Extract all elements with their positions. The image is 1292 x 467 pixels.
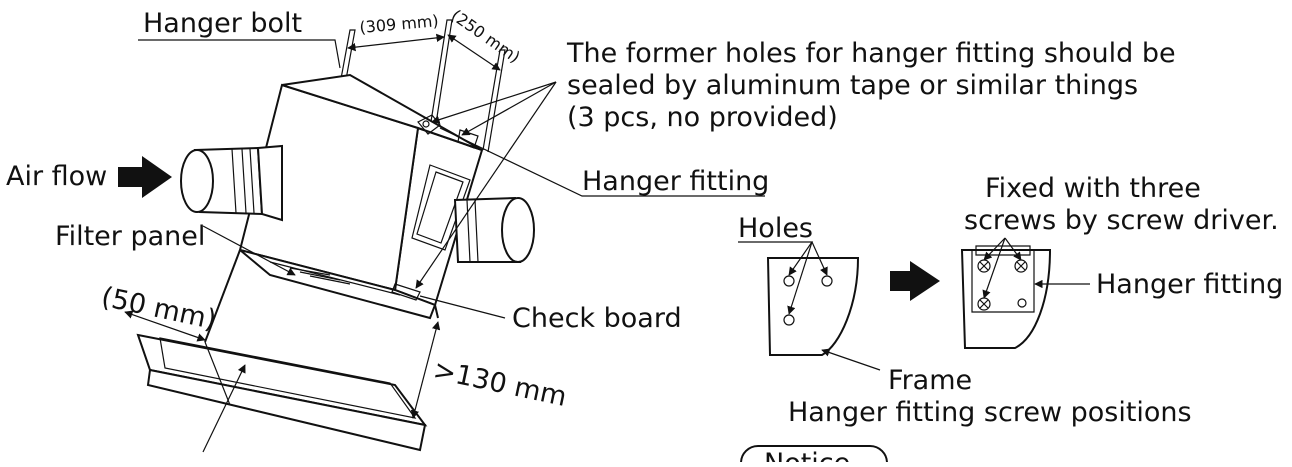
hole-2 bbox=[821, 275, 833, 287]
air-flow-label: Air flow bbox=[6, 161, 107, 192]
former-holes-line1: The former holes for hanger fitting shou… bbox=[566, 38, 1176, 69]
air-flow-arrow bbox=[118, 156, 172, 198]
screw-1 bbox=[977, 259, 991, 273]
ventilation-unit bbox=[204, 73, 484, 343]
fixed-line2: screws by screw driver. bbox=[964, 205, 1279, 236]
former-holes-line3: (3 pcs, no provided) bbox=[567, 102, 838, 133]
hanger-fitting-label: Hanger fitting bbox=[582, 166, 769, 197]
leader-lines bbox=[138, 39, 765, 453]
screw-3 bbox=[977, 297, 991, 311]
outlet-duct bbox=[453, 196, 535, 263]
frame-before-detail: Holes bbox=[738, 213, 860, 356]
fixed-line1: Fixed with three bbox=[985, 173, 1201, 204]
hole-3 bbox=[783, 314, 795, 326]
frame-after-detail: Fixed with three screws by screw driver.… bbox=[960, 173, 1283, 349]
notice-label: Notice bbox=[764, 448, 850, 462]
detail-captions: Frame Hanger fitting screw positions Not… bbox=[740, 348, 1192, 467]
frame-label: Frame bbox=[888, 365, 972, 396]
filter-panel-label: Filter panel bbox=[55, 221, 205, 252]
detail-arrow bbox=[890, 261, 940, 301]
dim-50-label: (50 mm) bbox=[99, 282, 220, 337]
dim-130-label: >130 mm bbox=[431, 355, 570, 413]
hole-1 bbox=[783, 275, 795, 287]
dim-309-label: (309 mm) bbox=[359, 11, 440, 37]
inlet-duct bbox=[180, 144, 283, 222]
hanger-bolt-label: Hanger bolt bbox=[143, 8, 302, 39]
spare-hole bbox=[1017, 298, 1027, 308]
check-board-label: Check board bbox=[512, 303, 682, 334]
holes-label: Holes bbox=[738, 213, 813, 244]
caption-label: Hanger fitting screw positions bbox=[788, 397, 1192, 428]
former-holes-line2: sealed by aluminum tape or similar thing… bbox=[567, 70, 1138, 101]
screw-2 bbox=[1014, 259, 1028, 273]
dim-250-label: (250 mm) bbox=[448, 6, 524, 67]
drain-pan bbox=[136, 333, 428, 452]
dimension-lines bbox=[124, 33, 501, 419]
detail-hanger-fitting-label: Hanger fitting bbox=[1096, 269, 1283, 300]
